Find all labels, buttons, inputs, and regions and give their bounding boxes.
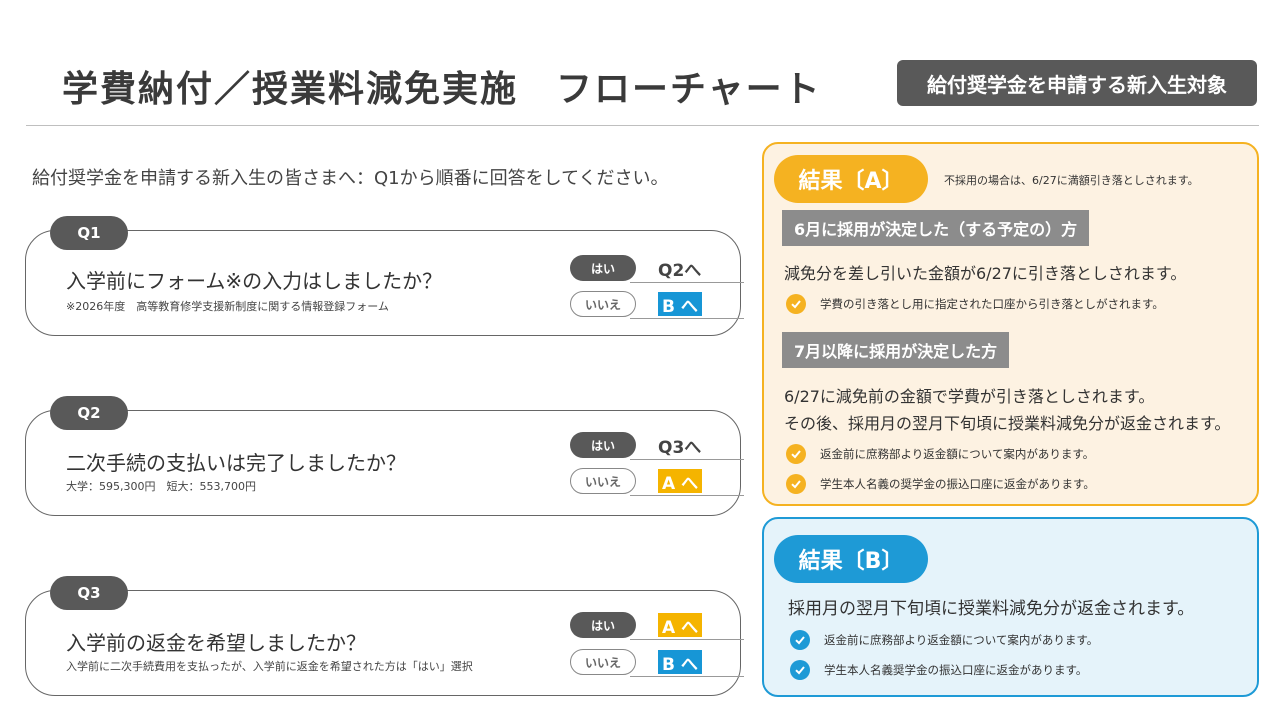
question-note: ※2026年度 高等教育修学支援新制度に関する情報登録フォーム (66, 300, 389, 313)
yes-pill[interactable]: はい (570, 612, 636, 638)
target-badge: 給付奨学金を申請する新入生対象 (897, 60, 1257, 106)
result-a-july-heading: 7月以降に採用が決定した方 (782, 332, 1010, 368)
answer-line (630, 639, 744, 640)
question-note: 入学前に二次手続費用を支払ったが、入学前に返金を希望された方は「はい」選択 (66, 660, 473, 673)
answer-yes-row[interactable]: はい Q3へ (570, 432, 744, 460)
question-tag-q2: Q2 (50, 396, 128, 430)
answer-yes-row[interactable]: はい A へ (570, 612, 744, 640)
result-a-july-bullet: 学生本人名義の奨学金の振込口座に返金があります。 (786, 474, 1095, 494)
question-text: 二次手続の支払いは完了しましたか？ (66, 451, 406, 475)
result-a-july-bullet: 返金前に庶務部より返金額について案内があります。 (786, 444, 1094, 464)
no-destination: A へ (658, 469, 703, 494)
yes-destination: A へ (658, 613, 703, 638)
question-box-q3: 入学前の返金を希望しましたか？ 入学前に二次手続費用を支払ったが、入学前に返金を… (25, 590, 744, 696)
check-circle-icon (786, 444, 806, 464)
check-circle-icon (786, 294, 806, 314)
question-box-q2: 二次手続の支払いは完了しましたか？ 大学：595,300円 短大：553,700… (25, 410, 744, 516)
answer-line (630, 282, 744, 283)
question-text: 入学前にフォーム※の入力はしましたか？ (66, 269, 443, 293)
no-pill[interactable]: いいえ (570, 291, 636, 317)
no-pill[interactable]: いいえ (570, 649, 636, 675)
answer-line (630, 318, 744, 319)
page-title: 学費納付／授業料減免実施 フローチャート (62, 69, 822, 110)
header-divider (26, 125, 1259, 126)
yes-pill[interactable]: はい (570, 432, 636, 458)
answer-no-row[interactable]: いいえ B へ (570, 291, 744, 319)
yes-pill[interactable]: はい (570, 255, 636, 281)
answer-line (630, 676, 744, 677)
result-b-bullet: 返金前に庶務部より返金額について案内があります。 (790, 630, 1098, 650)
result-b-tag: 結果〔B〕 (774, 535, 928, 583)
intro-text: 給付奨学金を申請する新入生の皆さまへ：Q1から順番に回答をしてください。 (32, 168, 669, 189)
check-circle-icon (790, 660, 810, 680)
no-destination: B へ (658, 292, 702, 317)
answer-line (630, 459, 744, 460)
bullet-text: 学生本人名義の奨学金の振込口座に返金があります。 (820, 477, 1095, 491)
question-tag-q1: Q1 (50, 216, 128, 250)
question-tag-q3: Q3 (50, 576, 128, 610)
bullet-text: 学費の引き落とし用に指定された口座から引き落としがされます。 (820, 297, 1164, 311)
result-a-july-text-2: その後、採用月の翌月下旬頃に授業料減免分が返金されます。 (784, 414, 1231, 433)
result-a-tag: 結果〔A〕 (774, 155, 928, 203)
result-a-june-bullet: 学費の引き落とし用に指定された口座から引き落としがされます。 (786, 294, 1164, 314)
answer-yes-row[interactable]: はい Q2へ (570, 255, 744, 283)
question-box-q1: 入学前にフォーム※の入力はしましたか？ ※2026年度 高等教育修学支援新制度に… (25, 230, 744, 336)
bullet-text: 返金前に庶務部より返金額について案内があります。 (820, 447, 1095, 461)
result-b-bullet: 学生本人名義奨学金の振込口座に返金があります。 (790, 660, 1087, 680)
question-note: 大学：595,300円 短大：553,700円 (66, 480, 256, 493)
result-b-text: 採用月の翌月下旬頃に授業料減免分が返金されます。 (788, 599, 1195, 619)
result-a-june-heading: 6月に採用が決定した（する予定の）方 (782, 210, 1090, 246)
check-circle-icon (786, 474, 806, 494)
question-text: 入学前の返金を希望しましたか？ (66, 631, 366, 655)
yes-destination: Q2へ (658, 260, 702, 281)
bullet-text: 返金前に庶務部より返金額について案内があります。 (824, 633, 1099, 647)
result-a-note: 不採用の場合は、6/27に満額引き落としされます。 (944, 174, 1199, 187)
result-a-june-text: 減免分を差し引いた金額が6/27に引き落としされます。 (784, 264, 1187, 283)
answer-no-row[interactable]: いいえ B へ (570, 649, 744, 677)
result-a-july-text-1: 6/27に減免前の金額で学費が引き落としされます。 (784, 387, 1155, 406)
yes-destination: Q3へ (658, 437, 702, 458)
answer-line (630, 495, 744, 496)
no-destination: B へ (658, 650, 702, 675)
no-pill[interactable]: いいえ (570, 468, 636, 494)
answer-no-row[interactable]: いいえ A へ (570, 468, 744, 496)
bullet-text: 学生本人名義奨学金の振込口座に返金があります。 (824, 663, 1088, 677)
check-circle-icon (790, 630, 810, 650)
